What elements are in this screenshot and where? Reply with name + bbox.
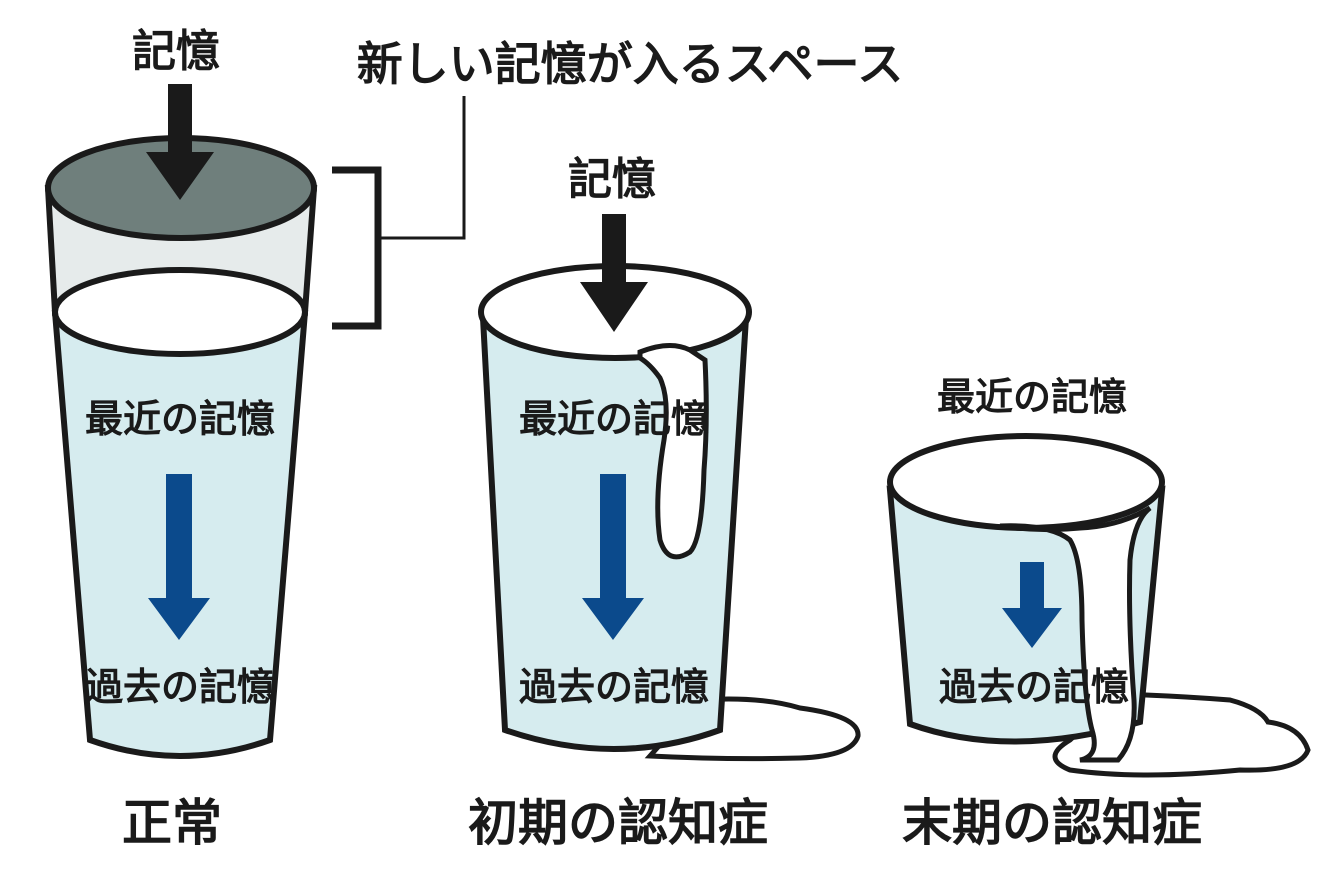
blue-arrow-late — [1002, 562, 1062, 648]
blue-arrow-normal — [148, 474, 210, 640]
black-arrow-early — [580, 214, 648, 332]
cup-early-drip — [637, 343, 709, 560]
label-recent-memory-early: 最近の記憶 — [519, 397, 709, 441]
cup-early — [478, 214, 861, 762]
caption-early-dementia: 初期の認知症 — [468, 794, 768, 852]
caption-normal: 正常 — [122, 794, 222, 852]
label-past-memory-early: 過去の記憶 — [519, 665, 709, 709]
caption-late-dementia: 末期の認知症 — [902, 794, 1202, 852]
label-past-memory-late: 過去の記憶 — [939, 665, 1129, 709]
cup-normal — [44, 84, 318, 759]
black-arrow-normal — [146, 84, 214, 200]
cup-late — [886, 433, 1311, 778]
label-memory-in-early: 記憶 — [568, 154, 656, 205]
label-new-memory-space: 新しい記憶が入るスペース — [357, 37, 903, 91]
blue-arrow-early — [582, 474, 644, 640]
label-recent-memory-normal: 最近の記憶 — [85, 397, 275, 441]
space-bracket — [332, 96, 466, 330]
label-memory-in-normal: 記憶 — [132, 26, 220, 77]
cup-late-top — [887, 433, 1165, 531]
cup-late-drip — [999, 505, 1152, 763]
label-recent-memory-late: 最近の記憶 — [937, 375, 1127, 419]
label-past-memory-normal: 過去の記憶 — [85, 665, 275, 709]
cup-normal-liquid-surface — [52, 267, 308, 357]
